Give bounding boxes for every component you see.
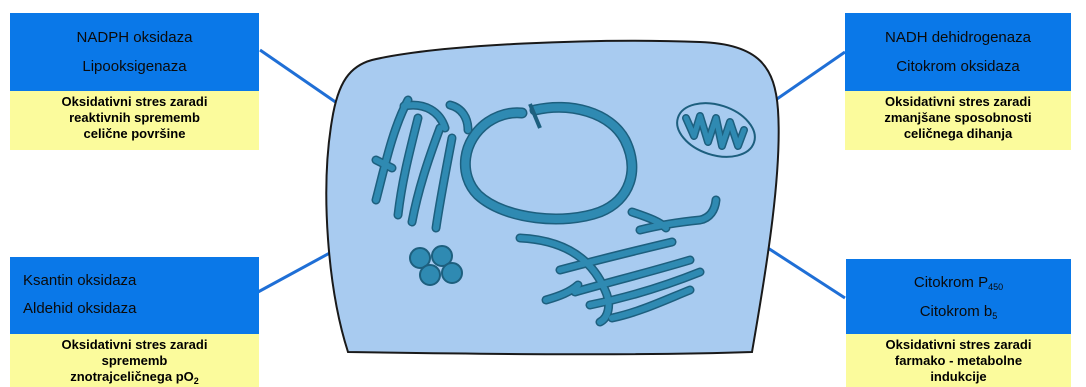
- enzyme-label: Citokrom oksidaza: [845, 58, 1071, 75]
- effect-panel-top-left: Oksidativni stres zaradi reaktivnih spre…: [10, 91, 259, 150]
- enzyme-label: Citokrom b5: [846, 303, 1071, 320]
- effect-line: Oksidativni stres zaradi: [10, 94, 259, 110]
- effect-line: znotrajceličnega pO2: [10, 369, 259, 385]
- enzyme-label: Lipooksigenaza: [10, 58, 259, 75]
- enzyme-label: Aldehid oksidaza: [10, 300, 259, 317]
- effect-line: zmanjšane sposobnosti: [845, 110, 1071, 126]
- effect-line: indukcije: [846, 369, 1071, 385]
- enzyme-label: NADPH oksidaza: [10, 29, 259, 46]
- effect-line: Oksidativni stres zaradi: [10, 337, 259, 353]
- vesicle: [442, 263, 462, 283]
- enzyme-panel-bottom-left: Ksantin oksidaza Aldehid oksidaza: [10, 257, 259, 334]
- enzyme-label: NADH dehidrogenaza: [845, 29, 1071, 46]
- enzyme-label: Citokrom P450: [846, 274, 1071, 291]
- box-bottom-left: Ksantin oksidaza Aldehid oksidaza Oksida…: [10, 257, 259, 387]
- vesicle: [420, 265, 440, 285]
- effect-line: celične površine: [10, 126, 259, 142]
- effect-panel-top-right: Oksidativni stres zaradi zmanjšane sposo…: [845, 91, 1071, 150]
- enzyme-panel-top-left: NADPH oksidaza Lipooksigenaza: [10, 13, 259, 91]
- cell-membrane: [326, 41, 778, 355]
- box-top-left: NADPH oksidaza Lipooksigenaza Oksidativn…: [10, 13, 259, 150]
- effect-panel-bottom-right: Oksidativni stres zaradi farmako - metab…: [846, 334, 1071, 387]
- enzyme-label: Ksantin oksidaza: [10, 272, 259, 289]
- effect-panel-bottom-left: Oksidativni stres zaradi sprememb znotra…: [10, 334, 259, 387]
- box-top-right: NADH dehidrogenaza Citokrom oksidaza Oks…: [845, 13, 1071, 150]
- effect-line: reaktivnih sprememb: [10, 110, 259, 126]
- effect-line: farmako - metabolne: [846, 353, 1071, 369]
- enzyme-panel-top-right: NADH dehidrogenaza Citokrom oksidaza: [845, 13, 1071, 91]
- effect-line: Oksidativni stres zaradi: [846, 337, 1071, 353]
- effect-line: Oksidativni stres zaradi: [845, 94, 1071, 110]
- box-bottom-right: Citokrom P450 Citokrom b5 Oksidativni st…: [846, 259, 1071, 387]
- enzyme-panel-bottom-right: Citokrom P450 Citokrom b5: [846, 259, 1071, 334]
- effect-line: sprememb: [10, 353, 259, 369]
- effect-line: celičnega dihanja: [845, 126, 1071, 142]
